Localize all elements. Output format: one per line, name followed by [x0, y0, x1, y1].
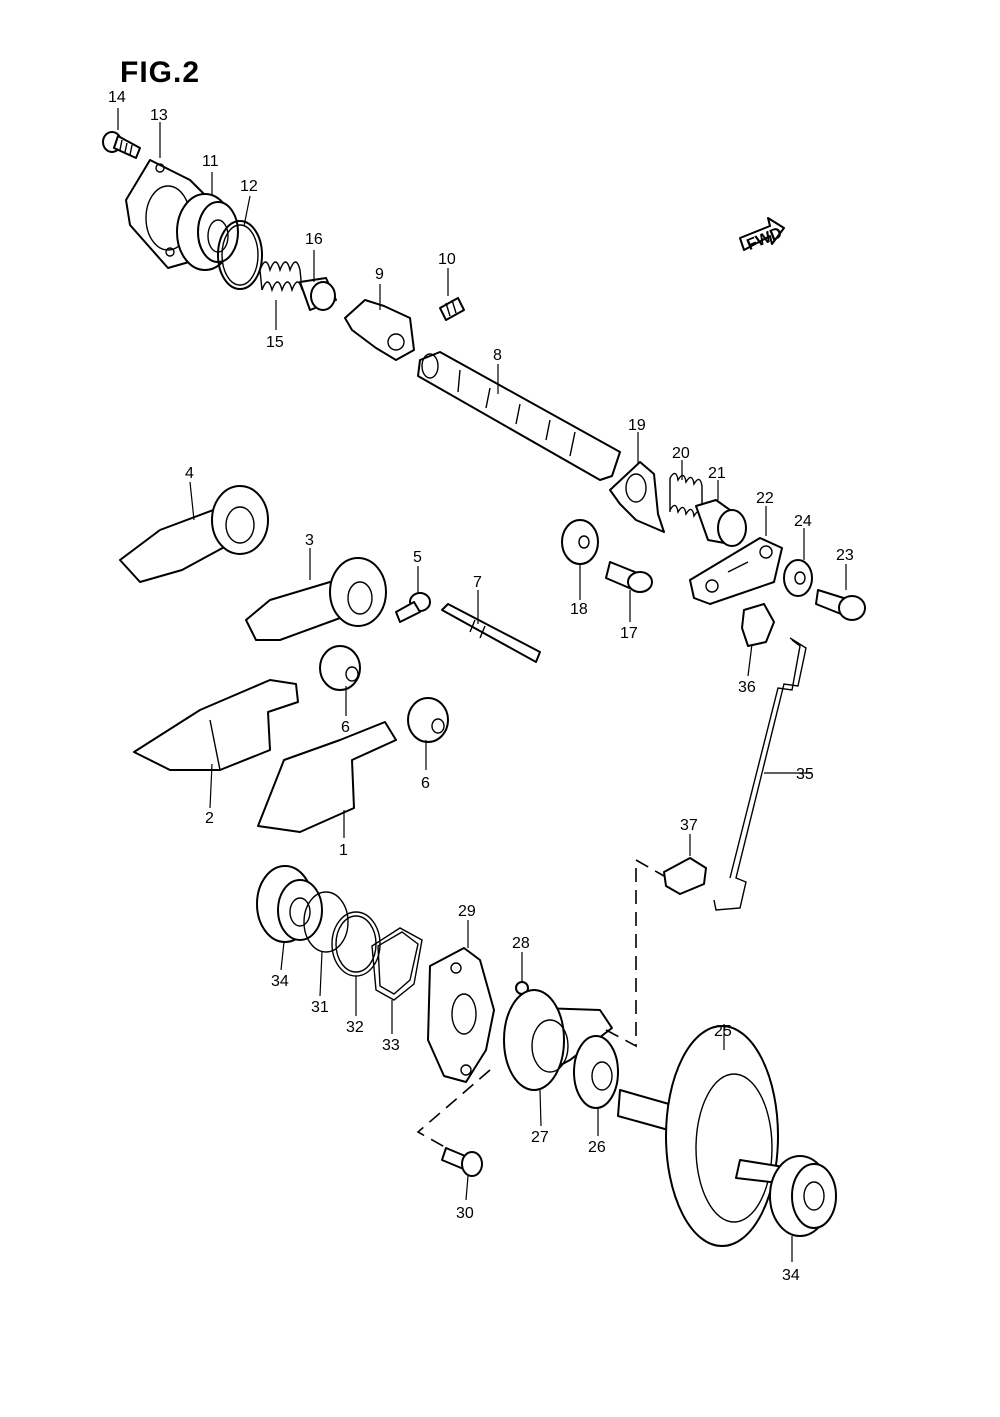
callout-labels: 14 13 11 12 15 16 9 10 8 4 3 5 7 6 6 2 1… — [108, 89, 854, 1284]
part-3-valve — [245, 557, 387, 641]
part-1-valve — [257, 721, 397, 833]
callout-4: 4 — [185, 465, 194, 482]
part-37-clip — [663, 857, 707, 895]
callout-32: 32 — [346, 1019, 364, 1036]
callout-20: 20 — [672, 445, 690, 462]
part-9-bracket — [344, 299, 415, 361]
callout-9: 9 — [375, 266, 384, 283]
callout-16: 16 — [305, 231, 323, 248]
part-16-sleeve — [299, 277, 337, 311]
part-22-lever — [689, 537, 783, 605]
part-6-collar-b — [407, 697, 449, 743]
part-34-bearing-a — [256, 865, 323, 943]
part-6-collar-a — [319, 645, 361, 691]
part-12-o-ring — [217, 220, 263, 290]
callout-22: 22 — [756, 490, 774, 507]
part-30-screw — [441, 1147, 483, 1177]
callout-35: 35 — [796, 766, 814, 783]
part-21-bushing — [695, 499, 747, 547]
part-34-bearing-b — [769, 1155, 837, 1237]
part-5-bolt — [395, 592, 431, 623]
part-27-gear-plate — [503, 989, 613, 1091]
callout-33: 33 — [382, 1037, 400, 1054]
callout-34-a: 34 — [271, 973, 289, 990]
callout-11: 11 — [202, 153, 219, 170]
part-24-washer — [783, 559, 813, 597]
part-14-screw — [102, 131, 141, 159]
part-32-o-ring — [331, 911, 381, 977]
callout-23: 23 — [836, 547, 854, 564]
linkage-line-rod — [605, 858, 665, 1048]
callout-10: 10 — [438, 251, 456, 268]
callout-28: 28 — [512, 935, 530, 952]
callout-3: 3 — [305, 532, 314, 549]
callout-29: 29 — [458, 903, 476, 920]
part-17-bolt — [605, 561, 653, 593]
callout-17: 17 — [620, 625, 638, 642]
callout-13: 13 — [150, 107, 168, 124]
part-4-valve — [119, 485, 269, 583]
part-7-pin — [441, 603, 541, 663]
callout-21: 21 — [708, 465, 726, 482]
part-15-spring — [259, 261, 303, 293]
callout-24: 24 — [794, 513, 812, 530]
callout-19: 19 — [628, 417, 646, 434]
callout-6-b: 6 — [421, 775, 430, 792]
part-23-bolt — [815, 589, 866, 621]
callout-30: 30 — [456, 1205, 474, 1222]
callout-18: 18 — [570, 601, 588, 618]
fwd-arrow-icon: FWD — [739, 217, 785, 254]
part-26-washer — [573, 1035, 619, 1109]
part-19-plate — [609, 461, 665, 533]
part-35-rod — [713, 637, 807, 911]
callout-26: 26 — [588, 1139, 606, 1156]
part-31-snap-ring — [303, 891, 349, 953]
callout-31: 31 — [311, 999, 329, 1016]
linkage-line-plate — [416, 1069, 491, 1151]
part-8-shaft — [417, 351, 621, 481]
callout-25: 25 — [714, 1023, 732, 1040]
part-29-plate — [427, 947, 495, 1083]
callout-36: 36 — [738, 679, 756, 696]
part-2-valve — [133, 679, 299, 771]
part-36-clip — [741, 603, 775, 647]
callout-12: 12 — [240, 178, 258, 195]
figure-title: FIG.2 — [120, 56, 201, 89]
callout-14: 14 — [108, 89, 126, 106]
callout-6-a: 6 — [341, 719, 350, 736]
part-18-washer — [561, 519, 599, 565]
part-10-bolt — [439, 297, 465, 321]
callout-15: 15 — [266, 334, 284, 351]
callout-5: 5 — [413, 549, 422, 566]
callout-8: 8 — [493, 347, 502, 364]
callout-1: 1 — [339, 842, 348, 859]
part-33-gasket — [371, 927, 423, 1001]
callout-2: 2 — [205, 810, 214, 827]
callout-37: 37 — [680, 817, 698, 834]
callout-27: 27 — [531, 1129, 549, 1146]
callout-34-b: 34 — [782, 1267, 800, 1284]
callout-7: 7 — [473, 574, 482, 591]
leader-lines — [117, 108, 847, 1262]
part-25-gear-shaft — [617, 1025, 791, 1247]
